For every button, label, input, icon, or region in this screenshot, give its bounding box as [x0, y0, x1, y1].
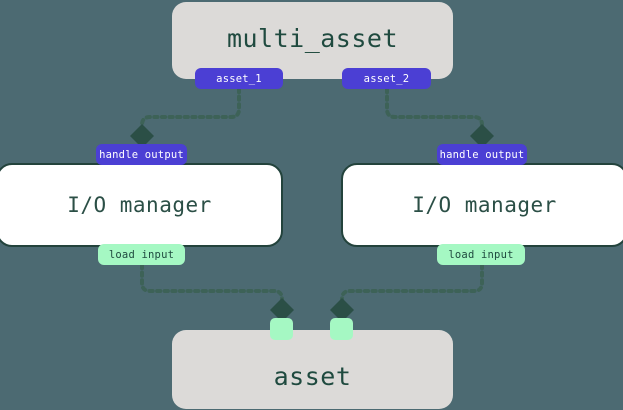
output-handle-asset-1[interactable]: asset_1 [195, 68, 283, 89]
node-io-manager-right[interactable]: I/O manager [341, 163, 623, 247]
input-handle-asset-1[interactable] [270, 318, 293, 340]
edge-io-right-to-asset [330, 263, 484, 322]
node-multi-asset-title: multi_asset [226, 24, 399, 53]
edge-io-left-to-asset [140, 263, 294, 322]
node-io-manager-left[interactable]: I/O manager [0, 163, 283, 247]
output-handle-load-input-right[interactable]: load input [437, 244, 525, 265]
node-multi-asset[interactable]: multi_asset [172, 2, 453, 79]
edge-asset2-to-io-right [385, 87, 494, 148]
input-handle-asset-2[interactable] [330, 318, 353, 340]
edge-asset1-to-io-left [130, 87, 241, 148]
node-asset-title: asset [273, 362, 352, 391]
node-io-manager-right-title: I/O manager [412, 193, 557, 217]
output-handle-asset-2[interactable]: asset_2 [342, 68, 431, 89]
output-handle-load-input-left[interactable]: load input [98, 244, 185, 265]
input-handle-handle-output-left[interactable]: handle output [96, 144, 187, 165]
input-handle-handle-output-right[interactable]: handle output [437, 144, 527, 165]
node-io-manager-left-title: I/O manager [67, 193, 212, 217]
node-asset[interactable]: asset [172, 330, 453, 409]
